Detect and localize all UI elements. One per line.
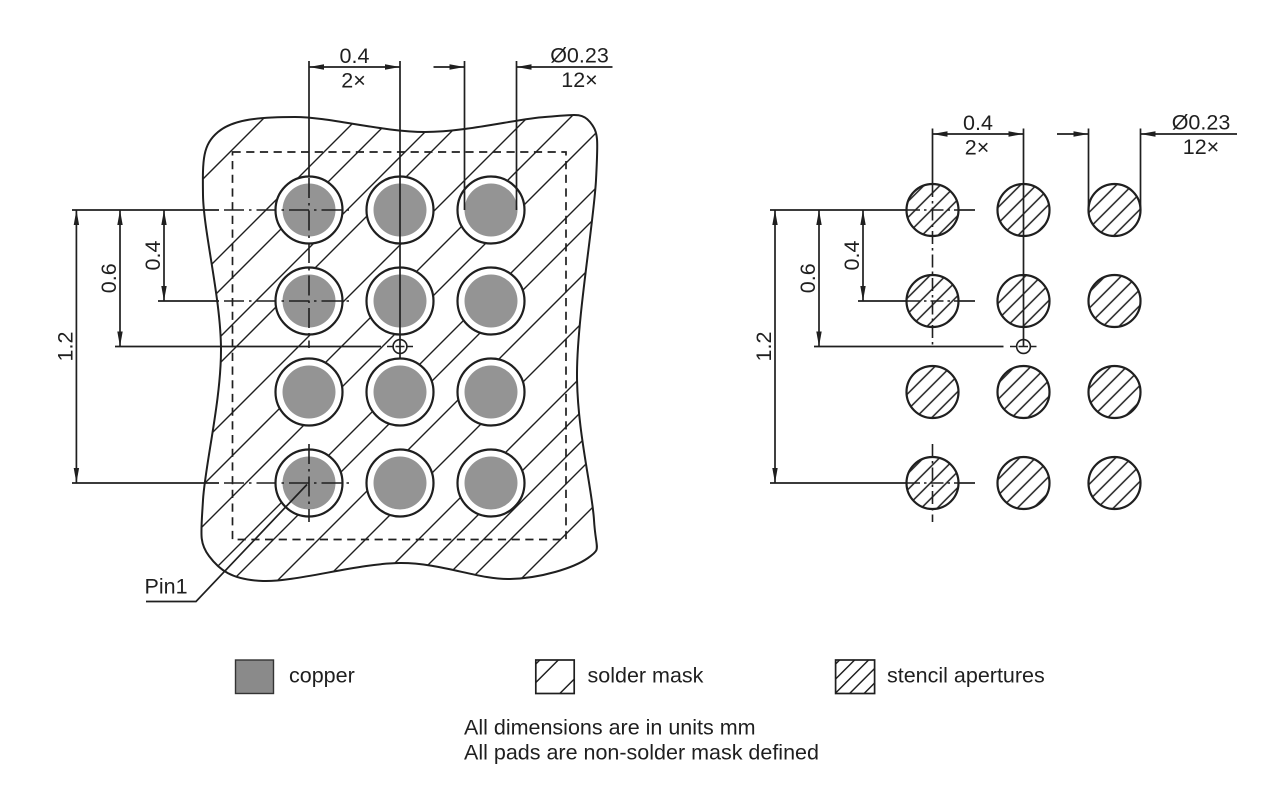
svg-text:2×: 2× xyxy=(341,69,366,93)
svg-text:Pin1: Pin1 xyxy=(145,575,188,599)
svg-text:12×: 12× xyxy=(561,68,597,92)
svg-text:2×: 2× xyxy=(965,136,990,160)
svg-text:1.2: 1.2 xyxy=(752,332,776,362)
svg-text:Ø0.23: Ø0.23 xyxy=(1172,111,1231,135)
svg-text:All dimensions are in units mm: All dimensions are in units mm xyxy=(464,716,756,740)
svg-text:0.4: 0.4 xyxy=(963,111,993,135)
svg-text:1.2: 1.2 xyxy=(53,332,77,362)
svg-text:copper: copper xyxy=(289,664,355,688)
svg-text:solder mask: solder mask xyxy=(588,664,704,688)
svg-text:0.6: 0.6 xyxy=(796,263,820,293)
svg-text:All pads are non-solder mask d: All pads are non-solder mask defined xyxy=(464,741,819,765)
svg-text:0.6: 0.6 xyxy=(97,263,121,293)
svg-text:12×: 12× xyxy=(1183,135,1219,159)
svg-text:Ø0.23: Ø0.23 xyxy=(550,44,609,68)
svg-text:0.4: 0.4 xyxy=(141,241,165,271)
svg-text:0.4: 0.4 xyxy=(340,44,370,68)
svg-text:0.4: 0.4 xyxy=(840,241,864,271)
svg-text:stencil apertures: stencil apertures xyxy=(887,664,1045,688)
